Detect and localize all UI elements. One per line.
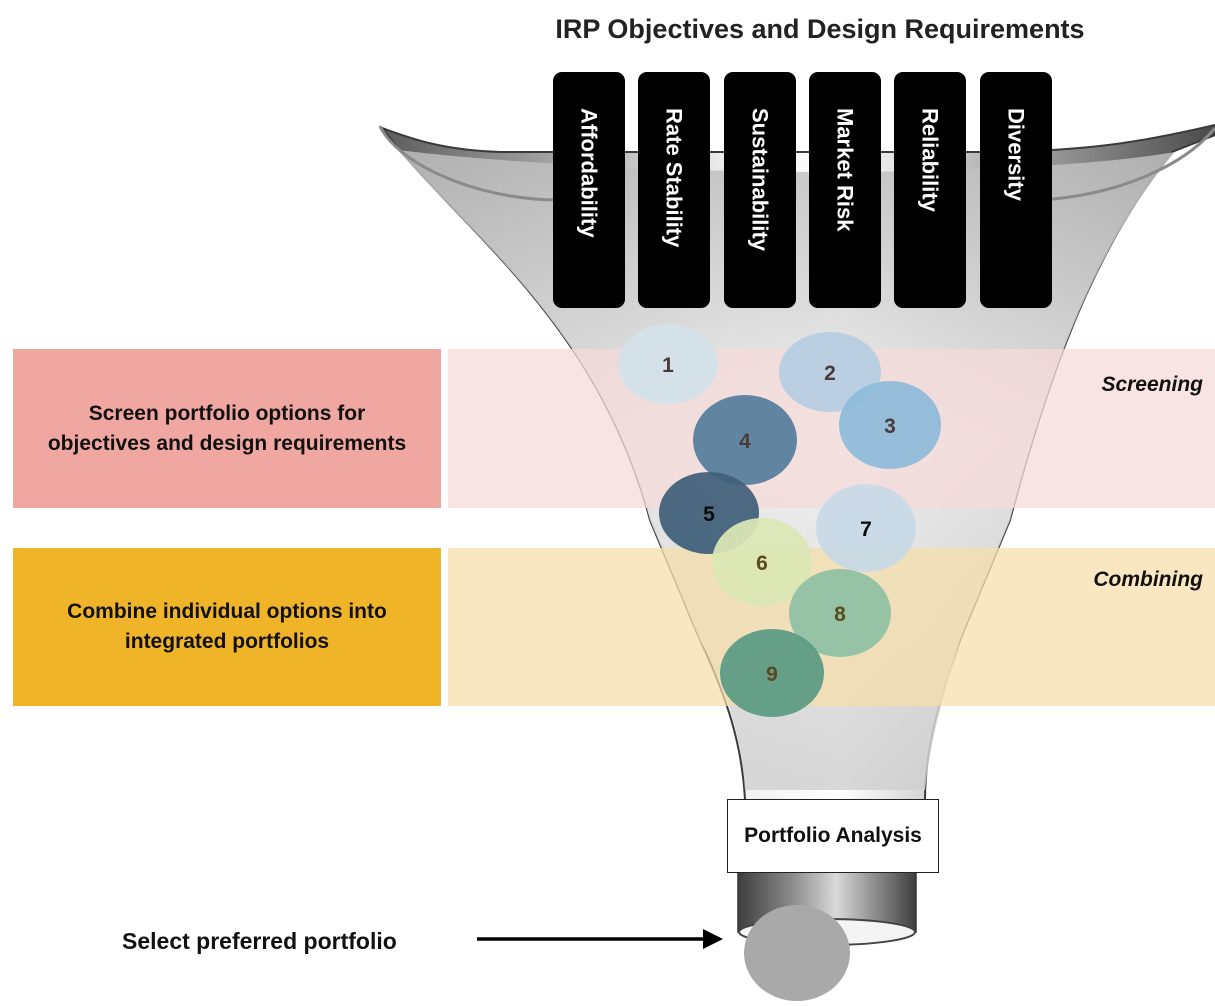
combining-label: Combining: [1093, 568, 1203, 591]
option-circle: 9: [720, 629, 824, 717]
objective-tab: Reliability: [894, 72, 966, 308]
option-label: 8: [834, 603, 846, 626]
objective-tab: Diversity: [980, 72, 1052, 308]
option-circles: 1 2 3 4 5 6 7 8 9: [618, 324, 941, 717]
option-label: 9: [766, 663, 778, 686]
option-label: 7: [860, 518, 872, 541]
option-label: 1: [662, 354, 674, 377]
select-preferred-label: Select preferred portfolio: [122, 928, 397, 954]
option-circle: 7: [816, 484, 916, 572]
select-arrow: [477, 929, 723, 949]
objective-tab-label: Market Risk: [832, 108, 857, 232]
screen-box-bg: [13, 349, 441, 508]
screen-box: Screen portfolio options for objectives …: [13, 349, 441, 508]
objective-tabs: Affordability Rate Stability Sustainabilit…: [553, 72, 1052, 308]
option-circle: 3: [839, 381, 941, 469]
screen-box-text: Screen portfolio options for objectives …: [47, 401, 407, 455]
option-label: 6: [756, 552, 768, 575]
objective-tab-label: Diversity: [1003, 108, 1028, 202]
objective-tab-label: Affordability: [576, 108, 601, 238]
screening-label: Screening: [1101, 373, 1203, 396]
option-label: 4: [739, 430, 751, 453]
objective-tab-label: Reliability: [917, 108, 942, 213]
option-circle: 6: [712, 518, 812, 606]
option-label: 2: [824, 362, 836, 385]
option-circle: 1: [618, 324, 718, 404]
option-circle: 8: [789, 569, 891, 657]
diagram-title: IRP Objectives and Design Requirements: [555, 14, 1085, 44]
objective-tab-label: Rate Stability: [661, 108, 686, 248]
objective-tab: Sustainability: [724, 72, 796, 308]
objective-tab: Market Risk: [809, 72, 881, 308]
option-circle: 4: [693, 395, 797, 485]
objective-tab: Rate Stability: [638, 72, 710, 308]
portfolio-analysis-box: Portfolio Analysis: [727, 799, 939, 873]
option-circle: 2: [779, 332, 881, 412]
objective-tab-label: Sustainability: [747, 108, 772, 252]
preferred-portfolio-circle: [744, 905, 850, 1001]
option-label: 5: [703, 503, 715, 526]
combine-box: Combine individual options into integrat…: [13, 548, 441, 706]
option-label: 3: [884, 415, 896, 438]
combine-box-text: Combine individual options into integrat…: [67, 600, 387, 653]
objective-tab: Affordability: [553, 72, 625, 308]
portfolio-analysis-label: Portfolio Analysis: [744, 824, 922, 847]
combine-box-bg: [13, 548, 441, 706]
